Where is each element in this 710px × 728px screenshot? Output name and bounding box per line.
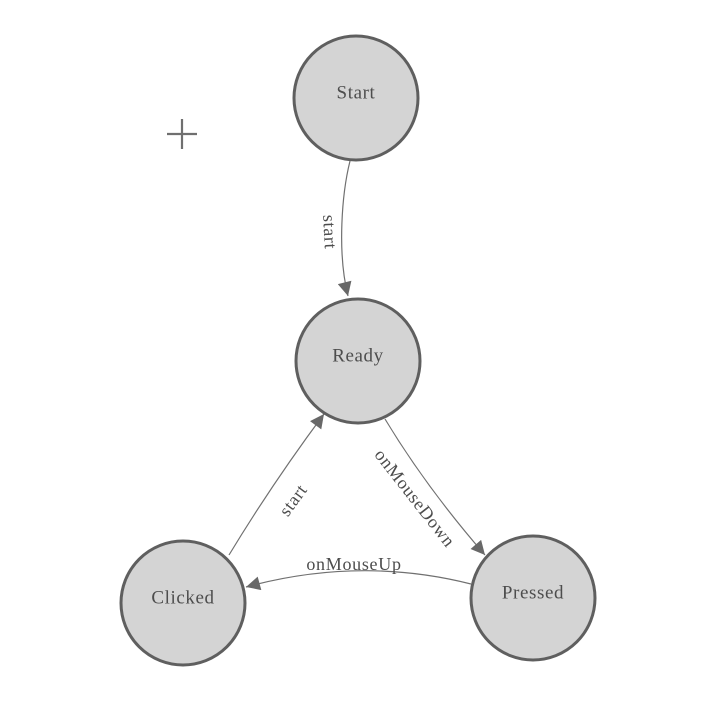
node-circle-clicked[interactable] bbox=[119, 539, 247, 667]
edge-label-ready-to-pressed: onMouseDown bbox=[371, 445, 460, 551]
node-clicked[interactable]: Clicked bbox=[119, 539, 247, 667]
edge-label-pressed-to-clicked: onMouseUp bbox=[306, 554, 401, 574]
edge-label-clicked-to-ready: start bbox=[275, 480, 311, 520]
node-ready[interactable]: Ready bbox=[294, 297, 422, 425]
node-start[interactable]: Start bbox=[292, 34, 420, 162]
node-pressed[interactable]: Pressed bbox=[469, 534, 597, 662]
edge-label-start-to-ready: start bbox=[319, 214, 341, 249]
crosshair-cursor-icon bbox=[167, 119, 197, 149]
node-label-ready: Ready bbox=[332, 346, 384, 367]
edge-pressed-to-clicked[interactable] bbox=[245, 570, 472, 591]
edge-ready-to-pressed[interactable] bbox=[384, 418, 486, 556]
node-circle-start[interactable] bbox=[292, 34, 420, 162]
node-circle-ready[interactable] bbox=[294, 297, 422, 425]
node-label-pressed: Pressed bbox=[502, 583, 564, 604]
node-label-clicked: Clicked bbox=[151, 588, 214, 609]
edge-clicked-to-ready[interactable] bbox=[228, 413, 325, 556]
node-circle-pressed[interactable] bbox=[469, 534, 597, 662]
edge-start-to-ready[interactable] bbox=[337, 160, 352, 297]
node-label-start: Start bbox=[337, 83, 376, 104]
overlay-layer bbox=[167, 119, 197, 149]
